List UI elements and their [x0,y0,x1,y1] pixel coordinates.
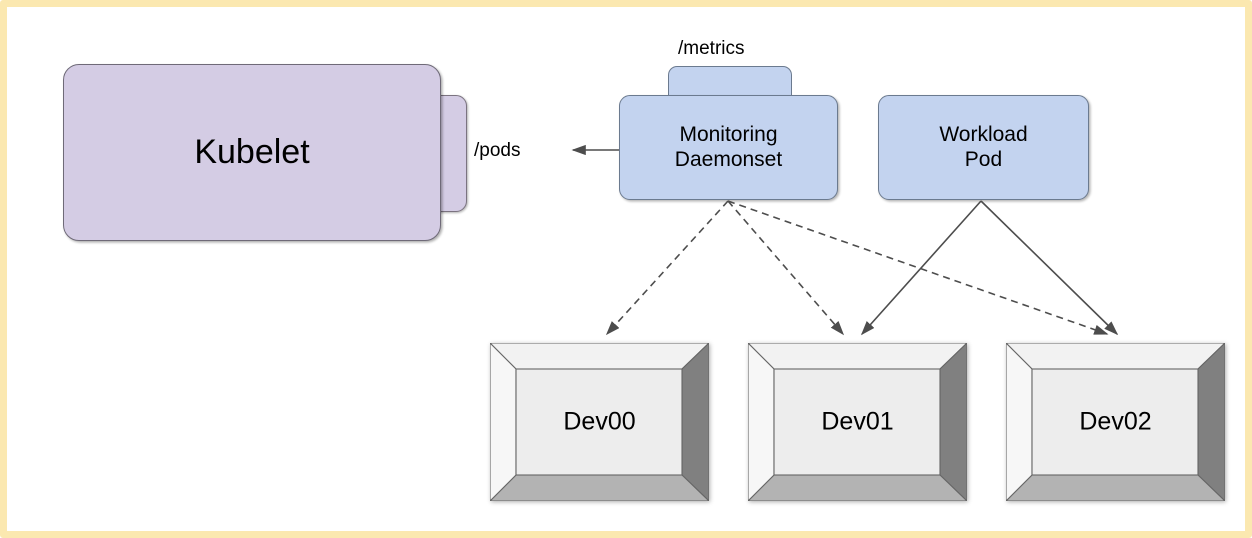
edge-label-metrics: /metrics [678,38,745,59]
edge-monitoring-to-dev01 [727,200,845,336]
edge-label-pods: /pods [474,140,521,161]
device-cube-shape [748,343,967,501]
edge-workload-to-dev02 [980,200,1119,336]
node-device-dev02[interactable]: Dev02 [1006,343,1225,501]
edge-monitoring-to-dev00 [605,200,729,336]
diagram-canvas: Kubelet /pods /metrics Monitoring Daemon… [7,7,1245,531]
edge-monitoring-to-dev02 [727,200,1109,335]
device-label-dev02: Dev02 [1079,407,1152,436]
node-kubelet[interactable]: Kubelet [63,64,441,241]
device-cube-shape [1006,343,1225,501]
node-monitoring-daemonset-label: Monitoring Daemonset [674,122,783,171]
node-workload-pod[interactable]: Workload Pod [878,95,1089,200]
node-workload-pod-label: Workload Pod [939,122,1028,171]
device-label-dev00: Dev00 [563,407,636,436]
edge-workload-to-dev01 [860,200,982,336]
node-kubelet-label: Kubelet [194,133,310,172]
device-cube-shape [490,343,709,501]
node-device-dev01[interactable]: Dev01 [748,343,967,501]
device-label-dev01: Dev01 [821,407,894,436]
node-device-dev00[interactable]: Dev00 [490,343,709,501]
node-monitoring-daemonset[interactable]: Monitoring Daemonset [619,95,838,200]
